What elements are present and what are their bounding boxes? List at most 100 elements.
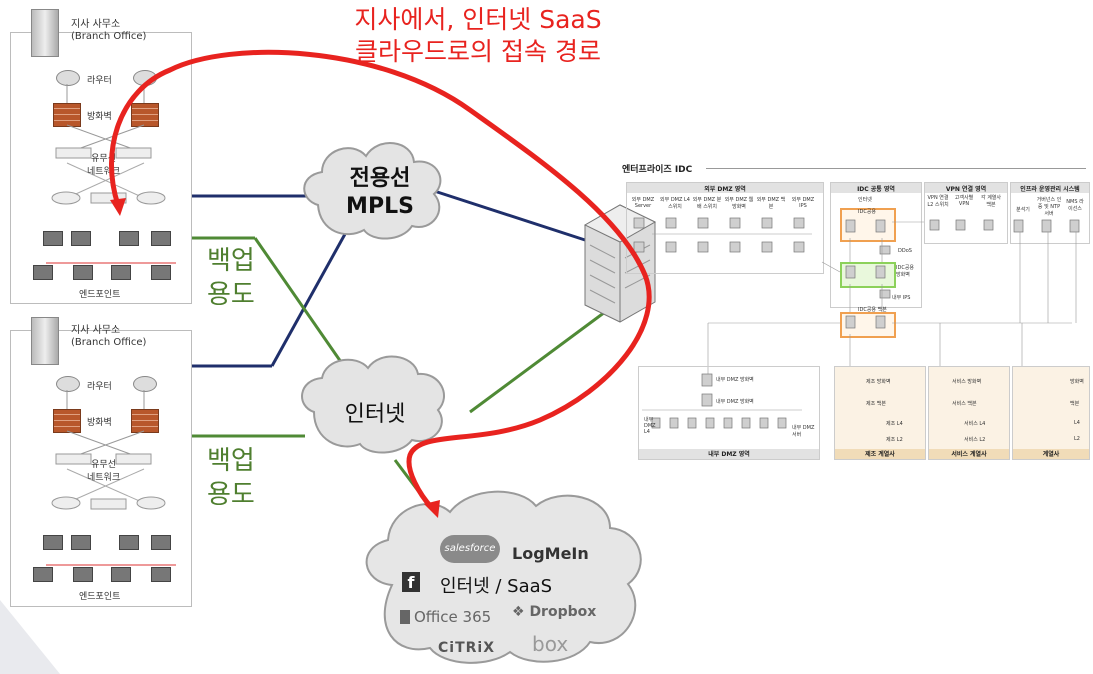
branch-title-ko: 지사 사무소	[71, 325, 121, 336]
infra-col-label: 분석기	[1016, 207, 1030, 213]
internet-link-branch1-diag	[253, 237, 352, 376]
vpn-col-label: 각 계열사 백본	[981, 195, 1001, 208]
building-icon	[31, 9, 59, 57]
aff-l2-label: L2	[1074, 436, 1080, 442]
router-icon	[56, 70, 80, 86]
mpls-cloud-label: 전용선 MPLS	[346, 166, 414, 219]
mfg-l4-label: 제조 L4	[886, 421, 903, 427]
svc-l2-label: 서비스 L2	[964, 437, 986, 443]
vpn-col-label: 고객사별 VPN	[954, 195, 974, 207]
ddos-label: DDoS	[898, 248, 912, 254]
branch-wiring	[46, 390, 176, 566]
arrowhead-branch	[110, 198, 126, 216]
infra-col-label: NMS 라이선스	[1066, 199, 1084, 212]
pc-icon	[73, 265, 93, 280]
ext-col-label: 외부 DMZ 웹 방화벽	[724, 197, 754, 210]
branch-title-ko: 지사 사무소	[71, 19, 121, 30]
int-l4-label: 내부 DMZ L4	[644, 417, 656, 435]
aff-fw-label: 방화벽	[1070, 379, 1084, 385]
backup-label-top: 백업 용도	[207, 246, 255, 310]
pc-icon	[33, 265, 53, 280]
pc-icon	[119, 535, 139, 550]
mfg-l2-label: 제조 L2	[886, 437, 903, 443]
aff-bb-label: 백본	[1070, 401, 1080, 407]
mpls-link-branch2-diag	[270, 224, 352, 367]
office-icon	[400, 610, 410, 624]
svc-bb-label: 서비스 백본	[952, 401, 977, 407]
arrowhead-saas	[424, 500, 440, 518]
pc-icon	[43, 231, 63, 246]
salesforce-logo: salesforce	[440, 535, 500, 563]
int-fw1-label: 내부 DMZ 방화벽	[716, 377, 754, 383]
pc-icon	[119, 231, 139, 246]
decorative-shade	[0, 600, 60, 674]
office365-logo: Office 365	[400, 608, 491, 626]
title-line1: 지사에서, 인터넷 SaaS	[354, 5, 602, 34]
branch-office-2: 지사 사무소 (Branch Office) 라우터 방화벽 유무선 네트워크 …	[10, 317, 192, 607]
pc-icon	[71, 231, 91, 246]
section-manufacturing: 제조 계열사	[834, 366, 926, 460]
saas-cloud-label: 인터넷 / SaaS	[440, 576, 553, 597]
idc-server-icon	[583, 204, 657, 323]
pc-icon	[73, 567, 93, 582]
endpoint-label: 엔드포인트	[79, 592, 121, 602]
internal-ips-label: 내부 IPS	[892, 295, 911, 301]
internet-cloud-label: 인터넷	[344, 402, 406, 427]
firewall-label: 방화벽	[87, 418, 112, 428]
int-fw2-label: 내부 DMZ 방화벽	[716, 399, 754, 405]
network-label: 유무선 네트워크	[87, 460, 121, 483]
saas-cloud	[365, 490, 642, 664]
dropbox-icon: ❖	[512, 604, 525, 620]
dropbox-logo: ❖ Dropbox	[512, 604, 597, 620]
internet-link-idc	[469, 310, 606, 414]
pc-icon	[151, 265, 171, 280]
svc-l4-label: 서비스 L4	[964, 421, 986, 427]
section-internal-dmz: 내부 DMZ 영역	[638, 366, 820, 460]
mpls-link-idc	[424, 186, 586, 242]
pc-icon	[71, 535, 91, 550]
branch-title-en: (Branch Office)	[71, 337, 147, 348]
diagram-title: 지사에서, 인터넷 SaaS 클라우드로의 접속 경로	[318, 4, 638, 68]
network-label: 유무선 네트워크	[87, 154, 121, 177]
idc-backbone-label: IDC공용 백본	[858, 307, 887, 313]
citrix-logo: CiTRiX	[438, 640, 495, 656]
vpn-col-label: VPN 연결 L2 스위치	[927, 195, 949, 208]
firewall-label: 방화벽	[87, 112, 112, 122]
branch-wiring	[46, 84, 176, 264]
idc-title-rule	[706, 168, 1086, 169]
firewall-icon	[131, 103, 159, 127]
pc-icon	[151, 231, 171, 246]
firewall-icon	[53, 103, 81, 127]
ext-col-label: 외부 DMZ 분배 스위치	[692, 197, 722, 210]
title-line2: 클라우드로의 접속 경로	[355, 37, 601, 66]
mfg-bb-label: 제조 백본	[866, 401, 886, 407]
int-server-label: 내부 DMZ 서버	[792, 425, 815, 438]
ext-col-label: 외부 DMZ IPS	[791, 197, 815, 209]
section-idc-common: IDC 공통 영역	[830, 182, 922, 308]
box-logo: box	[532, 632, 569, 656]
backup-label-bottom: 백업 용도	[207, 446, 255, 510]
pc-icon	[151, 535, 171, 550]
branch-office-1: 지사 사무소 (Branch Office) 라우터 방화벽 유무선 네트워크 …	[10, 9, 192, 304]
pc-icon	[111, 567, 131, 582]
aff-l4-label: L4	[1074, 420, 1080, 426]
ext-col-label: 외부 DMZ 백본	[756, 197, 786, 210]
firewall-icon	[131, 409, 159, 433]
pc-icon	[33, 567, 53, 582]
building-icon	[31, 317, 59, 365]
pc-icon	[111, 265, 131, 280]
facebook-icon: f	[402, 572, 420, 592]
router-icon	[133, 376, 157, 392]
endpoint-label: 엔드포인트	[79, 290, 121, 300]
section-affiliate: 계열사	[1012, 366, 1090, 460]
mfg-fw-label: 제조 방화벽	[866, 379, 891, 385]
router-label: 라우터	[87, 76, 112, 86]
ext-col-label: 외부 DMZ Server	[631, 197, 655, 209]
idc-fw-label: IDC공용 방화벽	[896, 265, 915, 278]
mpls-cloud	[303, 142, 442, 240]
router-icon	[56, 376, 80, 392]
section-infra-ops: 인프라 운영관리 시스템	[1010, 182, 1090, 244]
idc-title: 엔터프라이즈 IDC	[622, 165, 693, 175]
